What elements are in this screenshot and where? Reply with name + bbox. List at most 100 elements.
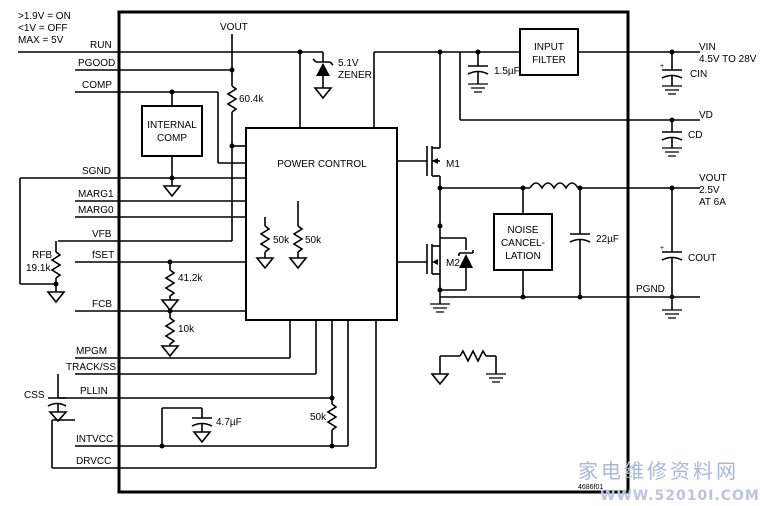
cd-label: CD bbox=[688, 130, 702, 141]
cd-ground-icon bbox=[662, 147, 682, 157]
power-control-label: POWER CONTROL bbox=[277, 159, 367, 170]
marg0-ground-icon bbox=[255, 257, 275, 270]
zener-cathode bbox=[312, 58, 334, 66]
pin-fcb: FCB bbox=[92, 299, 112, 310]
zener-ground-icon bbox=[313, 87, 333, 100]
cap-1u5-label: 1.5µF bbox=[494, 66, 520, 77]
run-note-line-2: <1V = OFF bbox=[18, 23, 67, 34]
marg1-ground-icon bbox=[288, 257, 308, 270]
cap-22u bbox=[569, 238, 591, 243]
watermark-url: WWW.52010I.COM bbox=[600, 488, 760, 504]
vout-top-label: VOUT bbox=[220, 22, 248, 33]
input-filter-block bbox=[519, 28, 579, 76]
zener-label-2: ZENER bbox=[338, 70, 372, 81]
pin-wires bbox=[18, 51, 377, 469]
module-frame bbox=[117, 10, 630, 494]
resistor-50k-pllin-label: 50k bbox=[310, 412, 327, 423]
cap-1u5-ground-icon bbox=[468, 83, 488, 93]
cap-4u7 bbox=[191, 422, 213, 427]
pin-marg1: MARG1 bbox=[78, 189, 114, 200]
cap-cd bbox=[661, 136, 683, 141]
cap-cin bbox=[661, 74, 683, 79]
cap-22u-label: 22µF bbox=[596, 234, 619, 245]
resistor-60k4 bbox=[226, 85, 238, 113]
zener-label-1: 5.1V bbox=[338, 58, 359, 69]
cap-1u5 bbox=[467, 70, 489, 75]
cout-ground-icon bbox=[662, 309, 682, 319]
css-label: CSS bbox=[24, 390, 45, 401]
internal-comp-label-2: COMP bbox=[157, 133, 187, 144]
vin-label: VIN bbox=[699, 42, 716, 53]
pin-sgnd: SGND bbox=[82, 166, 111, 177]
internal-comp-label-1: INTERNAL bbox=[147, 120, 197, 131]
ground-tie-symbol bbox=[430, 349, 506, 386]
inductor bbox=[529, 182, 579, 190]
pin-labels: RUN PGOOD COMP SGND MARG1 MARG0 VFB fSET… bbox=[66, 40, 116, 467]
cout-label: COUT bbox=[688, 253, 716, 264]
power-ground-icon bbox=[486, 373, 506, 383]
resistor-50k-marg1-label: 50k bbox=[305, 235, 322, 246]
resistor-41k2-label: 41.2k bbox=[178, 273, 203, 284]
internal-comp-ground-icon bbox=[162, 185, 182, 198]
noise-label-2: CANCEL- bbox=[501, 238, 545, 249]
m1-label: M1 bbox=[446, 159, 460, 170]
rfb-label: RFB bbox=[32, 250, 52, 261]
signal-ground-icon bbox=[430, 373, 450, 386]
vout-voltage: 2.5V bbox=[699, 185, 720, 196]
vin-range-label: 4.5V TO 28V bbox=[699, 54, 757, 65]
schottky-cathode bbox=[458, 250, 474, 256]
rfb-ground-icon bbox=[46, 291, 66, 304]
css-capacitor bbox=[47, 402, 67, 407]
watermark-cn: 家电维修资料网 bbox=[578, 459, 739, 483]
pin-marg0: MARG0 bbox=[78, 205, 114, 216]
input-filter-label-1: INPUT bbox=[534, 42, 564, 53]
resistor-60k4-label: 60.4k bbox=[239, 94, 264, 105]
cap-4u7-ground-icon bbox=[192, 431, 212, 444]
part-code: 4686f01 bbox=[578, 484, 603, 491]
vout-label: VOUT bbox=[699, 173, 727, 184]
fset-ground-icon bbox=[160, 299, 180, 312]
run-note-line-3: MAX = 5V bbox=[18, 35, 64, 46]
pin-track-ss: TRACK/SS bbox=[66, 362, 116, 373]
cin-ground-icon bbox=[662, 85, 682, 95]
resistor-50k-marg0-label: 50k bbox=[273, 235, 290, 246]
pin-mpgm: MPGM bbox=[76, 346, 107, 357]
pin-comp: COMP bbox=[82, 80, 112, 91]
pgnd-label: PGND bbox=[636, 284, 665, 295]
noise-cancelation-block bbox=[493, 213, 553, 271]
resistor-10k bbox=[164, 317, 176, 345]
run-note: >1.9V = ON <1V = OFF MAX = 5V bbox=[18, 11, 71, 46]
output-labels: VIN 4.5V TO 28V CIN VD CD VOUT 2.5V AT 6… bbox=[636, 42, 757, 295]
internal-comp-block bbox=[141, 105, 203, 157]
vd-label: VD bbox=[699, 110, 713, 121]
resistor-10k-label: 10k bbox=[178, 324, 195, 335]
css-ground-icon bbox=[48, 411, 68, 423]
resistor-rfb bbox=[50, 251, 62, 279]
run-note-line-1: >1.9V = ON bbox=[18, 11, 71, 22]
svg-text:+: + bbox=[660, 63, 664, 70]
pin-pgood: PGOOD bbox=[78, 58, 115, 69]
zener-diode-icon bbox=[316, 63, 330, 76]
cin-label: CIN bbox=[690, 69, 707, 80]
svg-text:+: + bbox=[660, 245, 664, 252]
input-filter-label-2: FILTER bbox=[532, 55, 566, 66]
pin-pllin: PLLIN bbox=[80, 386, 108, 397]
m2-ground-icon bbox=[430, 303, 450, 313]
cap-cout bbox=[661, 256, 683, 261]
m2-label: M2 bbox=[446, 258, 460, 269]
pin-intvcc: INTVCC bbox=[76, 434, 113, 445]
pin-vfb: VFB bbox=[92, 229, 112, 240]
pin-drvcc: DRVCC bbox=[76, 456, 111, 467]
fcb-ground-icon bbox=[160, 345, 180, 358]
pin-fset: fSET bbox=[92, 250, 114, 261]
rfb-value: 19.1k bbox=[26, 263, 51, 274]
resistor-50k-marg0 bbox=[259, 225, 271, 253]
resistor-50k-pllin bbox=[326, 403, 338, 431]
m2-arrow-icon bbox=[432, 259, 438, 265]
power-control-block bbox=[245, 127, 398, 321]
schottky-diode-icon bbox=[459, 254, 473, 268]
noise-label-3: LATION bbox=[505, 251, 540, 262]
resistor-41k2 bbox=[164, 269, 176, 297]
pin-run: RUN bbox=[90, 40, 112, 51]
